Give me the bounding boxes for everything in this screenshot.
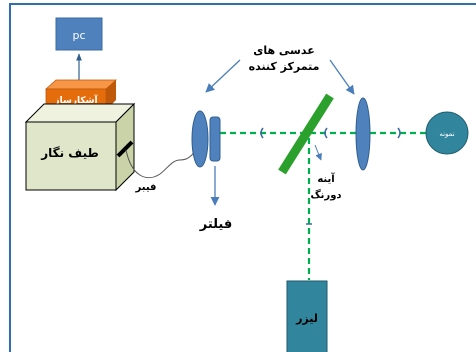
spectrometer-label: طیف نگار bbox=[40, 146, 99, 160]
mirror-arrow bbox=[314, 144, 322, 161]
dichroic-mirror bbox=[278, 93, 334, 175]
lens-arrow-left bbox=[205, 59, 241, 93]
filter-label: فیلتر bbox=[199, 217, 233, 232]
mirror-label-line1: آینه bbox=[317, 172, 335, 185]
frame-border bbox=[9, 3, 476, 352]
beam-tick-3 bbox=[397, 127, 401, 139]
focusing-lens bbox=[355, 97, 371, 171]
fiber-label: فیبر bbox=[135, 182, 157, 193]
detector-label: آشکارساز bbox=[53, 94, 98, 106]
laser-label: لیزر bbox=[295, 312, 318, 325]
mirror-label-line2: دورنگ bbox=[310, 189, 341, 201]
beam-tick-2 bbox=[324, 127, 328, 139]
fiber-cable bbox=[125, 144, 197, 179]
beam-tick-1 bbox=[260, 127, 264, 139]
fiber-port bbox=[116, 140, 134, 158]
lens-arrow-right bbox=[329, 59, 355, 95]
sample-label: نمونه bbox=[439, 130, 454, 138]
spectrometer-box: طیف نگار bbox=[24, 102, 136, 192]
filter-lens-pair bbox=[191, 110, 221, 168]
sample: نمونه bbox=[425, 111, 469, 155]
pc-box: pc bbox=[55, 17, 103, 51]
laser: لیزر bbox=[286, 280, 328, 352]
lenses-label-line2: متمرکز کننده bbox=[249, 60, 320, 73]
pc-label: pc bbox=[72, 29, 85, 42]
lenses-label-line1: عدسی های bbox=[253, 44, 314, 57]
